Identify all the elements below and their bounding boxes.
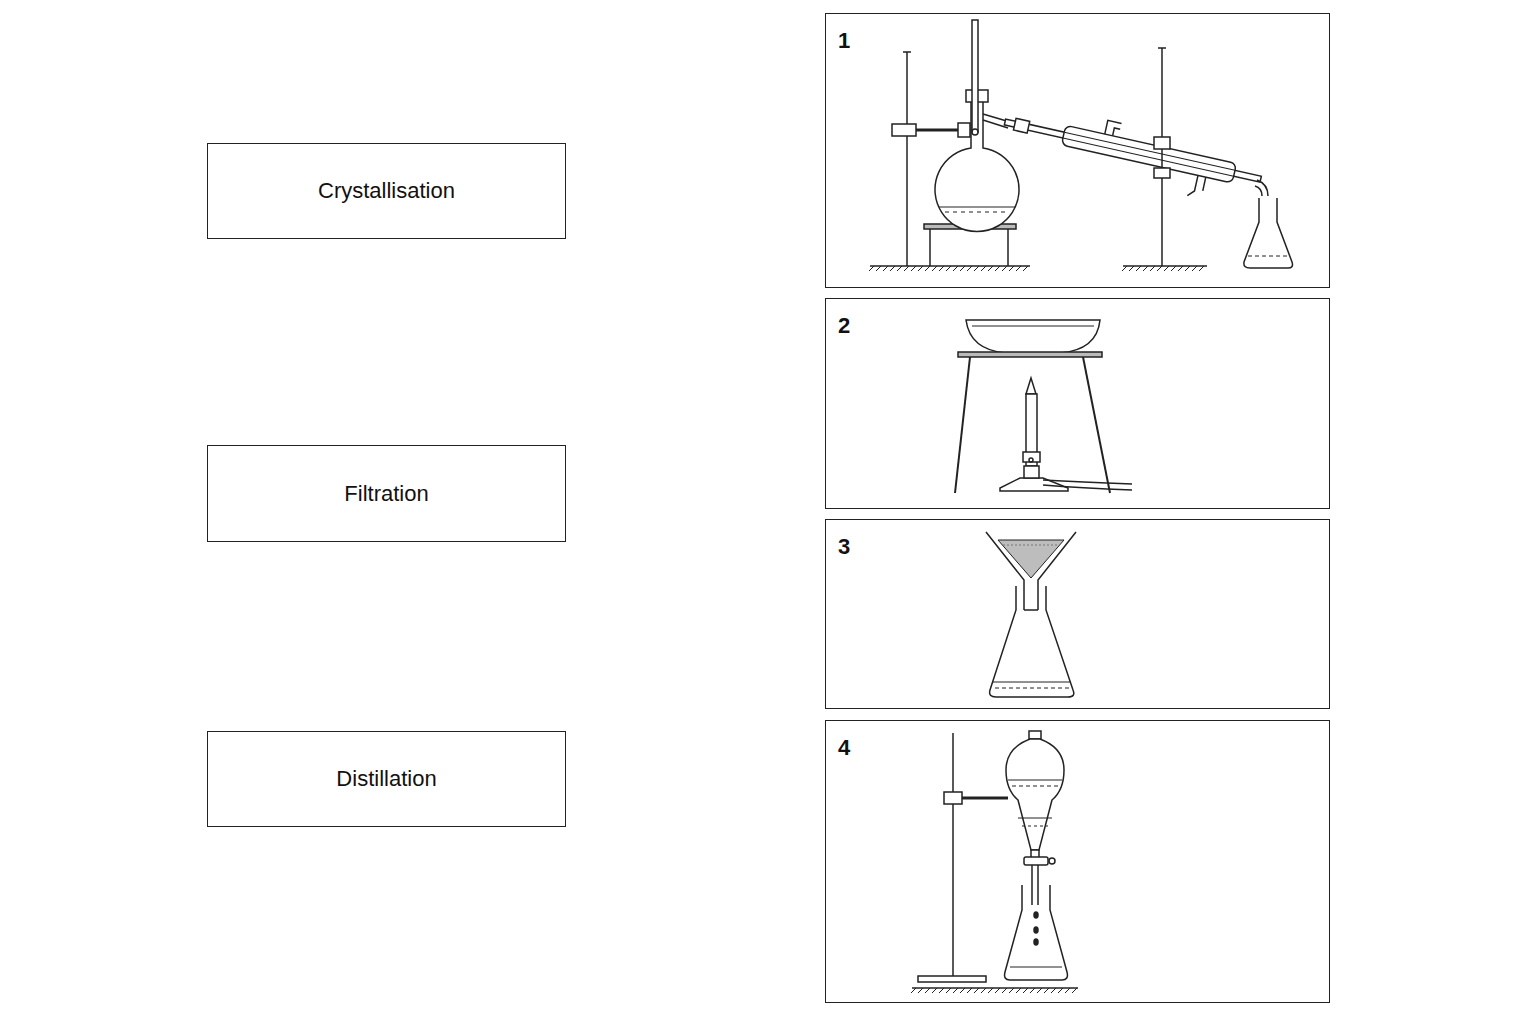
- distillation-apparatus: [870, 20, 1293, 268]
- method-name: Crystallisation: [318, 178, 455, 204]
- ground-hatch: [1150, 266, 1155, 271]
- ground-hatch: [981, 988, 986, 993]
- ground-hatch: [1058, 988, 1063, 993]
- apparatus-panel: 2: [825, 298, 1330, 509]
- ground-hatch: [1044, 988, 1049, 993]
- ground-hatch: [1072, 988, 1077, 993]
- method-label-box: Crystallisation: [207, 143, 566, 239]
- ground-hatch: [1016, 266, 1021, 271]
- apparatus-panel: 4: [825, 720, 1330, 1003]
- method-label-box: Distillation: [207, 731, 566, 827]
- ground-hatch: [1037, 988, 1042, 993]
- ground-hatch: [1164, 266, 1169, 271]
- ground-hatch: [988, 266, 993, 271]
- ground-hatch: [1122, 266, 1127, 271]
- method-name: Distillation: [336, 766, 436, 792]
- ground-hatch: [890, 266, 895, 271]
- ground-hatch: [1009, 266, 1014, 271]
- ground-hatch: [995, 266, 1000, 271]
- apparatus-panel: 3: [825, 519, 1330, 709]
- ground-hatch: [1185, 266, 1190, 271]
- ground-hatch: [1171, 266, 1176, 271]
- ground-hatch: [1178, 266, 1183, 271]
- panel-number: 2: [838, 313, 850, 339]
- ground-hatch: [967, 988, 972, 993]
- ground-hatch: [932, 266, 937, 271]
- ground-hatch: [911, 988, 916, 993]
- ground-hatch: [1030, 988, 1035, 993]
- ground-hatch: [974, 988, 979, 993]
- panel-number: 1: [838, 28, 850, 54]
- method-name: Filtration: [344, 481, 428, 507]
- ground-hatch: [911, 266, 916, 271]
- ground-hatch: [939, 988, 944, 993]
- ground-hatch: [1016, 988, 1021, 993]
- ground-hatch: [1143, 266, 1148, 271]
- ground-hatch: [1129, 266, 1134, 271]
- ground-hatch: [925, 266, 930, 271]
- ground-hatch: [995, 988, 1000, 993]
- ground-hatch: [918, 266, 923, 271]
- ground-hatch: [1002, 988, 1007, 993]
- ground-hatch: [932, 988, 937, 993]
- ground-hatch: [939, 266, 944, 271]
- panel-number: 4: [838, 735, 850, 761]
- apparatus-panel: 1: [825, 13, 1330, 288]
- ground-hatch: [988, 988, 993, 993]
- ground-hatch: [869, 266, 874, 271]
- panel-number: 3: [838, 534, 850, 560]
- ground-hatch: [981, 266, 986, 271]
- ground-hatch: [960, 988, 965, 993]
- ground-hatch: [953, 988, 958, 993]
- separating-funnel-apparatus: [912, 731, 1078, 988]
- ground-hatch: [904, 266, 909, 271]
- ground-hatch: [946, 988, 951, 993]
- ground-hatch: [918, 988, 923, 993]
- ground-hatch: [974, 266, 979, 271]
- ground-hatch: [960, 266, 965, 271]
- ground-hatch: [1199, 266, 1204, 271]
- ground-hatch: [1023, 988, 1028, 993]
- ground-hatch: [876, 266, 881, 271]
- method-label-box: Filtration: [207, 445, 566, 542]
- ground-hatch: [1023, 266, 1028, 271]
- ground-hatch: [1009, 988, 1014, 993]
- ground-hatch: [1002, 266, 1007, 271]
- ground-hatch: [1051, 988, 1056, 993]
- ground-hatch: [1065, 988, 1070, 993]
- ground-hatch: [953, 266, 958, 271]
- evaporating-apparatus: [955, 320, 1132, 493]
- ground-hatch: [1136, 266, 1141, 271]
- ground-hatch: [1192, 266, 1197, 271]
- ground-hatch: [1157, 266, 1162, 271]
- ground-hatch: [897, 266, 902, 271]
- ground-hatch: [967, 266, 972, 271]
- ground-hatch: [883, 266, 888, 271]
- filtration-apparatus: [986, 532, 1076, 697]
- ground-hatch: [925, 988, 930, 993]
- ground-hatch: [946, 266, 951, 271]
